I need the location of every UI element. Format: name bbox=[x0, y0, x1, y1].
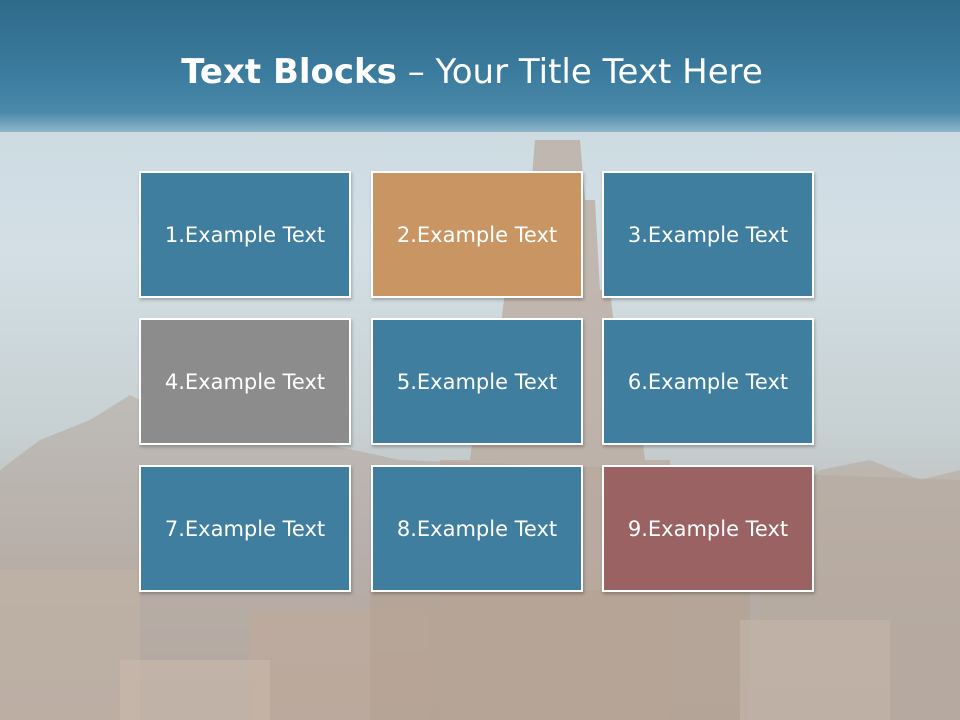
text-block-label: 4.Example Text bbox=[164, 369, 326, 394]
text-block-label: 8.Example Text bbox=[396, 516, 558, 541]
text-block-label: 7.Example Text bbox=[164, 516, 326, 541]
text-block-3[interactable]: 3.Example Text bbox=[602, 171, 814, 298]
text-block-5[interactable]: 5.Example Text bbox=[371, 318, 583, 445]
text-block-label: 9.Example Text bbox=[627, 516, 789, 541]
text-block-1[interactable]: 1.Example Text bbox=[139, 171, 351, 298]
text-block-label: 1.Example Text bbox=[164, 222, 326, 247]
building-left bbox=[0, 570, 140, 720]
text-block-label: 3.Example Text bbox=[627, 222, 789, 247]
title-band bbox=[0, 0, 960, 132]
text-block-4[interactable]: 4.Example Text bbox=[139, 318, 351, 445]
building-right bbox=[740, 620, 890, 720]
title-bold: Text Blocks bbox=[181, 52, 397, 92]
title-rest: – Your Title Text Here bbox=[396, 52, 763, 92]
text-block-2[interactable]: 2.Example Text bbox=[371, 171, 583, 298]
text-block-label: 5.Example Text bbox=[396, 369, 558, 394]
text-block-label: 6.Example Text bbox=[627, 369, 789, 394]
text-block-label: 2.Example Text bbox=[396, 222, 558, 247]
text-block-8[interactable]: 8.Example Text bbox=[371, 465, 583, 592]
slide-title: Text Blocks – Your Title Text Here bbox=[0, 52, 944, 92]
text-block-6[interactable]: 6.Example Text bbox=[602, 318, 814, 445]
text-block-9[interactable]: 9.Example Text bbox=[602, 465, 814, 592]
building-low bbox=[120, 660, 270, 720]
building-temple-base bbox=[370, 590, 750, 720]
text-block-7[interactable]: 7.Example Text bbox=[139, 465, 351, 592]
